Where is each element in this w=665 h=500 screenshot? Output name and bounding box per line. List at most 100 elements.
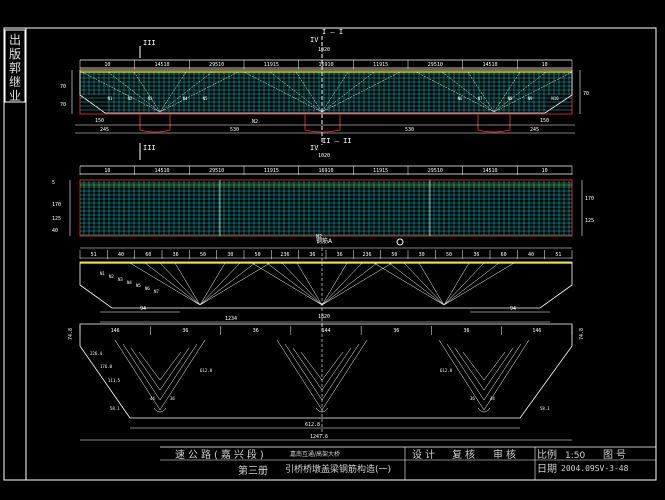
v3-dim-1: 40 (118, 252, 124, 258)
v1-mark-5: N6 (458, 96, 463, 101)
v1-dim-4: 16910 (318, 62, 333, 68)
tb-scale-label: 比例 (537, 448, 557, 461)
stamp-text-5: 业 (9, 89, 21, 103)
v3-mark-0: N1 (100, 271, 105, 276)
tb-sheet-no: 2004.09SV-3-48 (561, 464, 629, 473)
v2-label: N2 (316, 234, 322, 240)
v4-header-label: 1820 (318, 314, 330, 320)
v4-annot-2: 111.5 (108, 378, 121, 383)
v3-beam-outline (79, 261, 573, 309)
v1-bottom-dim-6: 245 (530, 127, 539, 133)
v4-dim-6: 146 (532, 328, 541, 334)
section-i-i: I — I (322, 28, 343, 36)
v3-dim-6: 50 (255, 252, 261, 258)
v1-mark-6: N7 (478, 96, 483, 101)
v1-dim-7: 14510 (482, 62, 497, 68)
v1-dim-6: 29510 (428, 62, 443, 68)
section-iii-mid: III (143, 144, 156, 152)
tb-date-label: 日期 (537, 463, 557, 475)
v4-annot-10: 612.8 (440, 368, 453, 373)
v4-annot-5: 36 (170, 396, 175, 401)
v4-bottom-sub: 612.8 (305, 422, 320, 428)
v1-side-dim-2: 70 (60, 102, 66, 108)
v4-side-left: 74.8 (68, 328, 74, 340)
v4-annot-8: 58.1 (110, 406, 120, 411)
v3-dim-14: 36 (473, 252, 479, 258)
v3-mark-4: N5 (136, 283, 141, 288)
v4-annot-4: 44 (150, 396, 155, 401)
v3-mark-2: N3 (118, 277, 123, 282)
tb-sheet-label: 图号 (603, 449, 629, 461)
v4-annot-7: 44 (490, 396, 495, 401)
tb-drawing-title: 引桥桥墩盖梁钢筋构造(一) (285, 463, 391, 475)
v4-annot-0: 226.4 (90, 351, 103, 356)
v4-dim-0: 146 (111, 328, 120, 334)
v3-bottom-dim-2: 94 (510, 306, 516, 312)
v2-side-dim-4: 40 (52, 228, 58, 234)
v2-right-dim-2: 125 (585, 218, 594, 224)
stamp-text-2: 版 (9, 47, 21, 61)
section-iii-top: III (143, 39, 156, 47)
v3-bottom-dim-1: 94 (140, 306, 146, 312)
v2-dim-3: 11915 (264, 168, 279, 174)
v3-mark-5: N6 (145, 286, 150, 291)
stamp-text-3: 郭 (9, 61, 21, 75)
v1-mark-1: N2 (128, 96, 133, 101)
v1-bottom-dim-2: 150 (540, 118, 549, 124)
v1-rebar-mesh (80, 72, 572, 112)
v1-mark-3: N4 (183, 96, 188, 101)
v1-dim-8: 10 (542, 62, 548, 68)
v2-dim-7: 14510 (482, 168, 497, 174)
v4-dim-5: 36 (464, 328, 470, 334)
v4-dim-1: 36 (182, 328, 188, 334)
v1-dim-5: 11915 (373, 62, 388, 68)
tb-sub: 嘉南互通/高架大桥 (290, 450, 340, 458)
v2-right-dim-1: 170 (585, 196, 594, 202)
v1-mark-2: N3 (148, 96, 153, 101)
v1-dim-1: 14510 (154, 62, 169, 68)
v3-mark-3: N4 (127, 280, 132, 285)
v3-dim-9: 36 (337, 252, 343, 258)
tb-review: 复核 (452, 448, 478, 461)
sheet-frame (3, 27, 657, 481)
stamp-text-4: 继 (9, 75, 21, 89)
section-ii-ii: II — II (322, 137, 352, 145)
v2-overall-dim: 1020 (318, 153, 330, 159)
v2-dim-4: 16910 (318, 168, 333, 174)
section-iv-top: IV (310, 36, 319, 44)
v3-dim-8: 36 (309, 252, 315, 258)
v3-mark-1: N2 (109, 274, 114, 279)
v1-dim-0: 10 (104, 62, 110, 68)
v1-mark-0: N1 (108, 96, 113, 101)
v1-bottom-dim-5: 530 (405, 127, 414, 133)
v2-dim-6: 29510 (428, 168, 443, 174)
v1-mark-8: N9 (528, 96, 533, 101)
v3-dim-10: 236 (362, 252, 371, 258)
v1-mark-7: N8 (508, 96, 513, 101)
v2-rebar-mesh (80, 180, 572, 236)
v4-dim-4: 36 (393, 328, 399, 334)
v3-dim-12: 30 (419, 252, 425, 258)
v3-mark-6: N7 (154, 289, 159, 294)
v4-annot-6: 36 (470, 396, 475, 401)
v3-dim-11: 50 (391, 252, 397, 258)
v3-dim-3: 36 (173, 252, 179, 258)
v2-dim-5: 11915 (373, 168, 388, 174)
v2-beam-outline (79, 179, 573, 237)
title-block: 速公路(嘉兴段) 嘉南互通/高架大桥 第三册 引桥桥墩盖梁钢筋构造(一) 设计 … (160, 446, 656, 480)
view1-elevation: III IV I — I 1020 10 14510 29510 11915 16910… (60, 28, 589, 145)
stamp-text-1: 出 (9, 33, 21, 47)
tb-approve: 审核 (493, 448, 519, 461)
v1-overall-dim: 1020 (318, 47, 330, 53)
tb-design: 设计 (412, 448, 438, 461)
